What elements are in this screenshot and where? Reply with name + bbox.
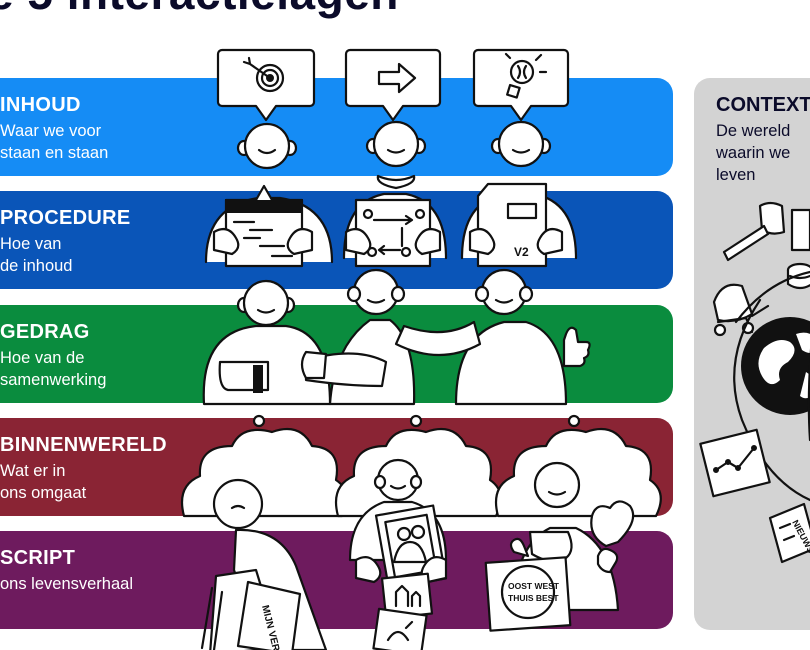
layer-heading: BINNENWERELD [0,434,167,456]
speech-bubble-right [472,48,570,122]
page-title: e 5 interactielagen [0,0,399,20]
paper-version-label: V2 [514,245,529,259]
layer-description: Hoe van de samenwerking [0,349,107,389]
people-gedrag [202,268,591,406]
layer-description: Hoe van de inhoud [0,235,73,275]
layer-heading: GEDRAG [0,321,90,343]
hammer-icon [722,201,786,262]
layer-heading: SCRIPT [0,547,76,569]
speech-bubble-middle [344,48,442,122]
context-description: De wereld waarin we leven [716,122,791,184]
person-middle-top [342,120,448,268]
person-right-bottom: OOST WEST THUIS BEST [484,461,635,632]
speech-bubble-left [216,48,316,122]
layer-heading: INHOUD [0,94,81,116]
layer-heading: PROCEDURE [0,207,131,229]
context-illustration: NIEUWS [699,201,810,564]
trend-chart-icon [699,428,771,498]
context-heading: CONTEXT [716,94,810,116]
baby-stroller-icon [712,283,770,337]
person-right-top: V2 [460,120,578,268]
person-middle-bottom [348,458,448,650]
heart-icon [590,500,635,574]
arrow-right-icon [377,62,417,94]
thought-cloud-right [494,414,662,518]
plaque-line-2: THUIS BEST [508,593,559,603]
person-left-top [204,122,334,268]
newspaper-icon: NIEUWS [768,502,810,564]
lightbulb-icon [504,52,548,99]
thought-cloud-middle [334,414,502,518]
plaque-line-1: OOST WEST [508,581,560,591]
layer-description: Wat er in ons omgaat [0,462,87,502]
thought-cloud-left [180,414,348,518]
globe-icon [733,270,810,502]
layer-description: ons levensverhaal [0,575,133,593]
layer-description: Waar we voor staan en staan [0,122,109,162]
person-left-bottom: MIJN VERHAAL [200,478,328,650]
target-icon [242,56,285,93]
